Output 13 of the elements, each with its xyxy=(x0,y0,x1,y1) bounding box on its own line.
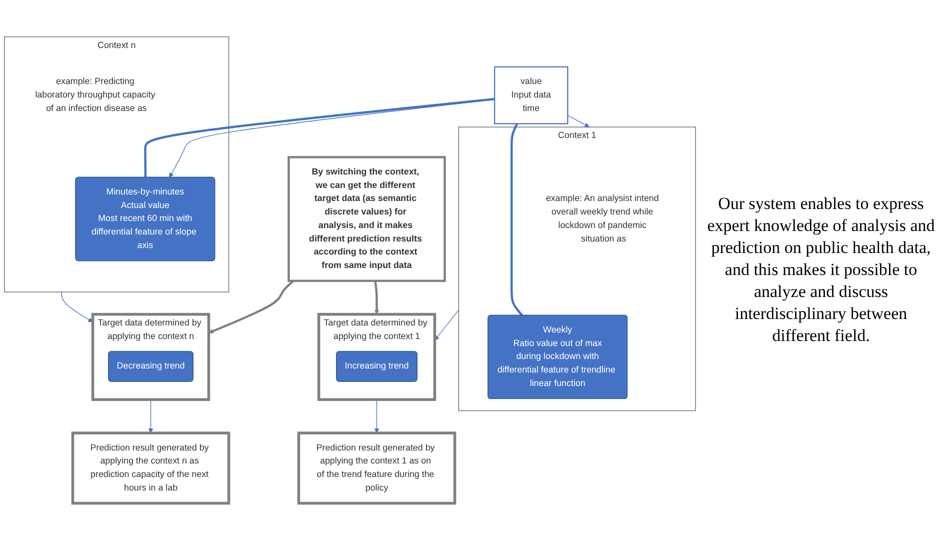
arrow xyxy=(148,399,154,434)
arrow xyxy=(374,399,380,434)
note-text: Our system enables to express expert knowledge of analysis and prediction on public health data, and this makes it possible to analyze and discuss interdisciplinary between different field. xyxy=(706,192,936,348)
arrow xyxy=(434,310,460,340)
node-box: Prediction result generated by applying the context 1 as on of the trend feature during the policy xyxy=(297,432,456,505)
arrow xyxy=(374,280,380,315)
arrow xyxy=(61,292,94,322)
arrow xyxy=(208,280,294,334)
connector xyxy=(510,123,523,316)
node-box: value Input data time xyxy=(494,66,568,124)
arrow xyxy=(567,114,590,128)
node-box: By switching the context, we can get the different target data (as semantic discrete values) for analysis, and it makes different prediction results according to the context from same input data xyxy=(288,156,446,282)
node-box: Prediction result generated by applying the context n as prediction capacity of the next hours in a lab xyxy=(71,432,230,505)
